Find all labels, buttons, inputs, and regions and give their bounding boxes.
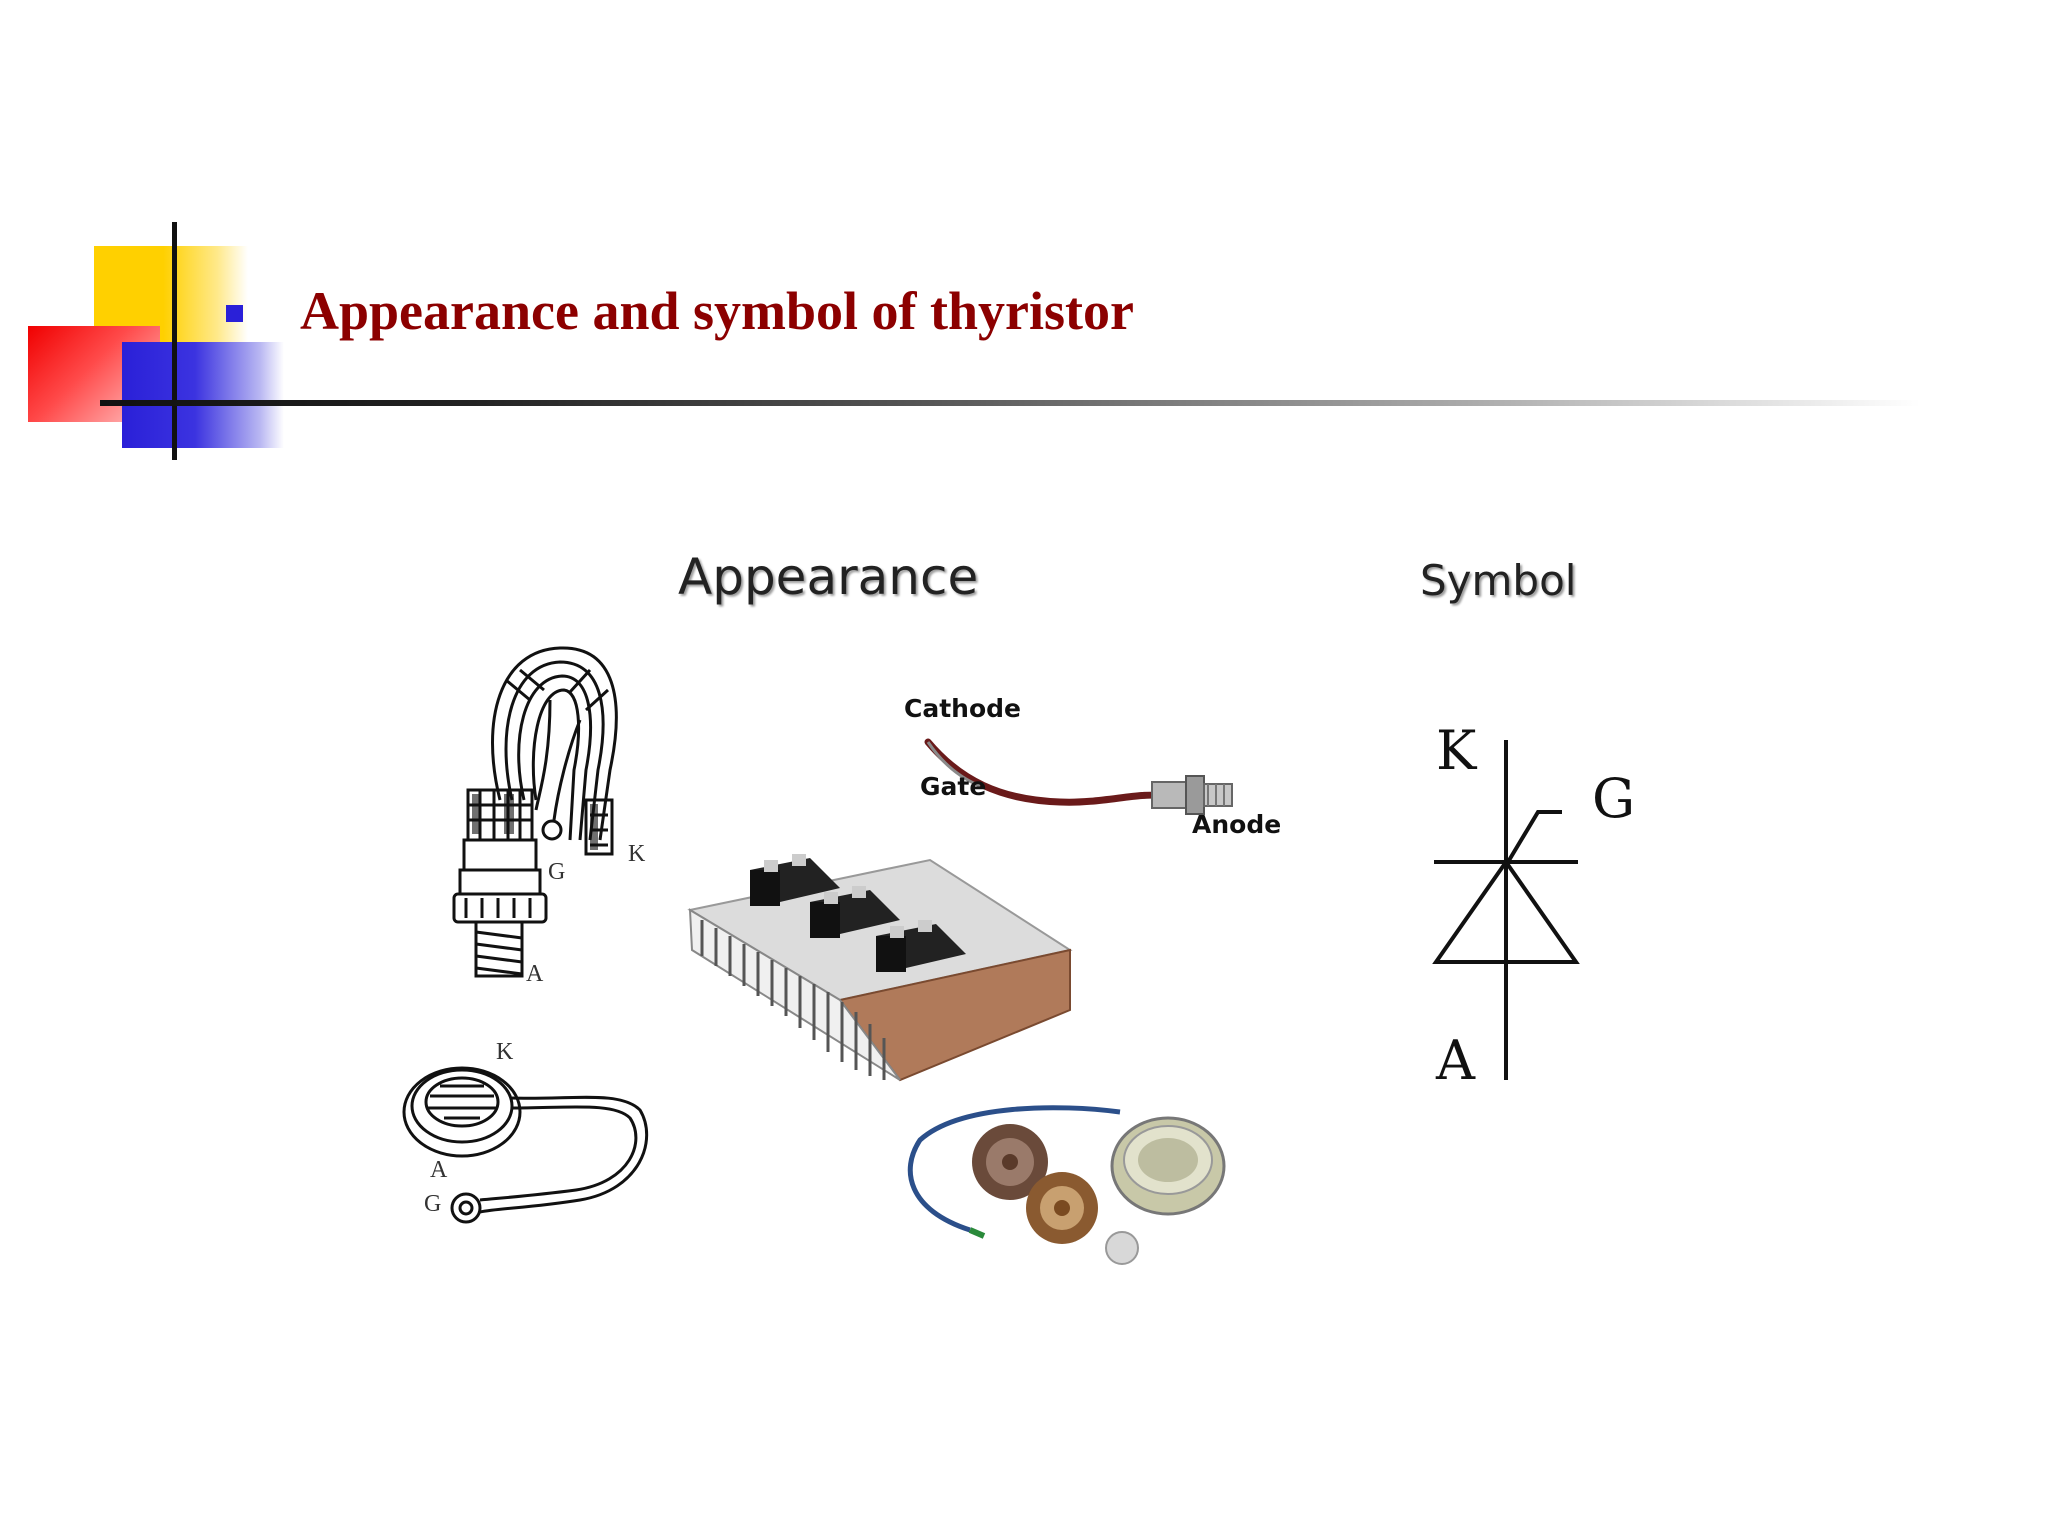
stud-sketch-label-k: K xyxy=(628,841,646,867)
disc-sketch-label-g: G xyxy=(424,1191,442,1217)
title-underline xyxy=(100,400,1920,406)
stud-thyristor-photo xyxy=(924,738,1233,815)
thyristor-symbol xyxy=(1432,740,1580,1080)
label-gate: Gate xyxy=(920,772,987,801)
disc-sketch-label-a: A xyxy=(430,1157,448,1183)
logo-blue-square xyxy=(122,342,284,448)
stud-sketch-label-a: A xyxy=(526,961,544,987)
label-cathode: Cathode xyxy=(904,694,1021,723)
disc-sketch-label-k: K xyxy=(496,1039,514,1065)
symbol-label-g: G xyxy=(1592,767,1636,830)
disc-thyristors-photo xyxy=(907,1105,1226,1265)
thyristor-module-heatsink-photo xyxy=(687,854,1073,1082)
symbol-label-a: A xyxy=(1436,1029,1475,1092)
logo-vertical-line xyxy=(172,222,177,460)
slide-title: Appearance and symbol of thyristor xyxy=(300,281,1134,341)
disc-thyristor-sketch xyxy=(402,1066,649,1224)
symbol-heading: Symbol xyxy=(1420,556,1577,605)
label-anode: Anode xyxy=(1192,810,1282,839)
symbol-label-k: K xyxy=(1436,719,1477,782)
stud-thyristor-sketch xyxy=(452,646,618,978)
appearance-heading: Appearance xyxy=(678,548,979,606)
bullet-square-icon xyxy=(226,305,243,322)
stud-sketch-label-g: G xyxy=(548,859,566,885)
